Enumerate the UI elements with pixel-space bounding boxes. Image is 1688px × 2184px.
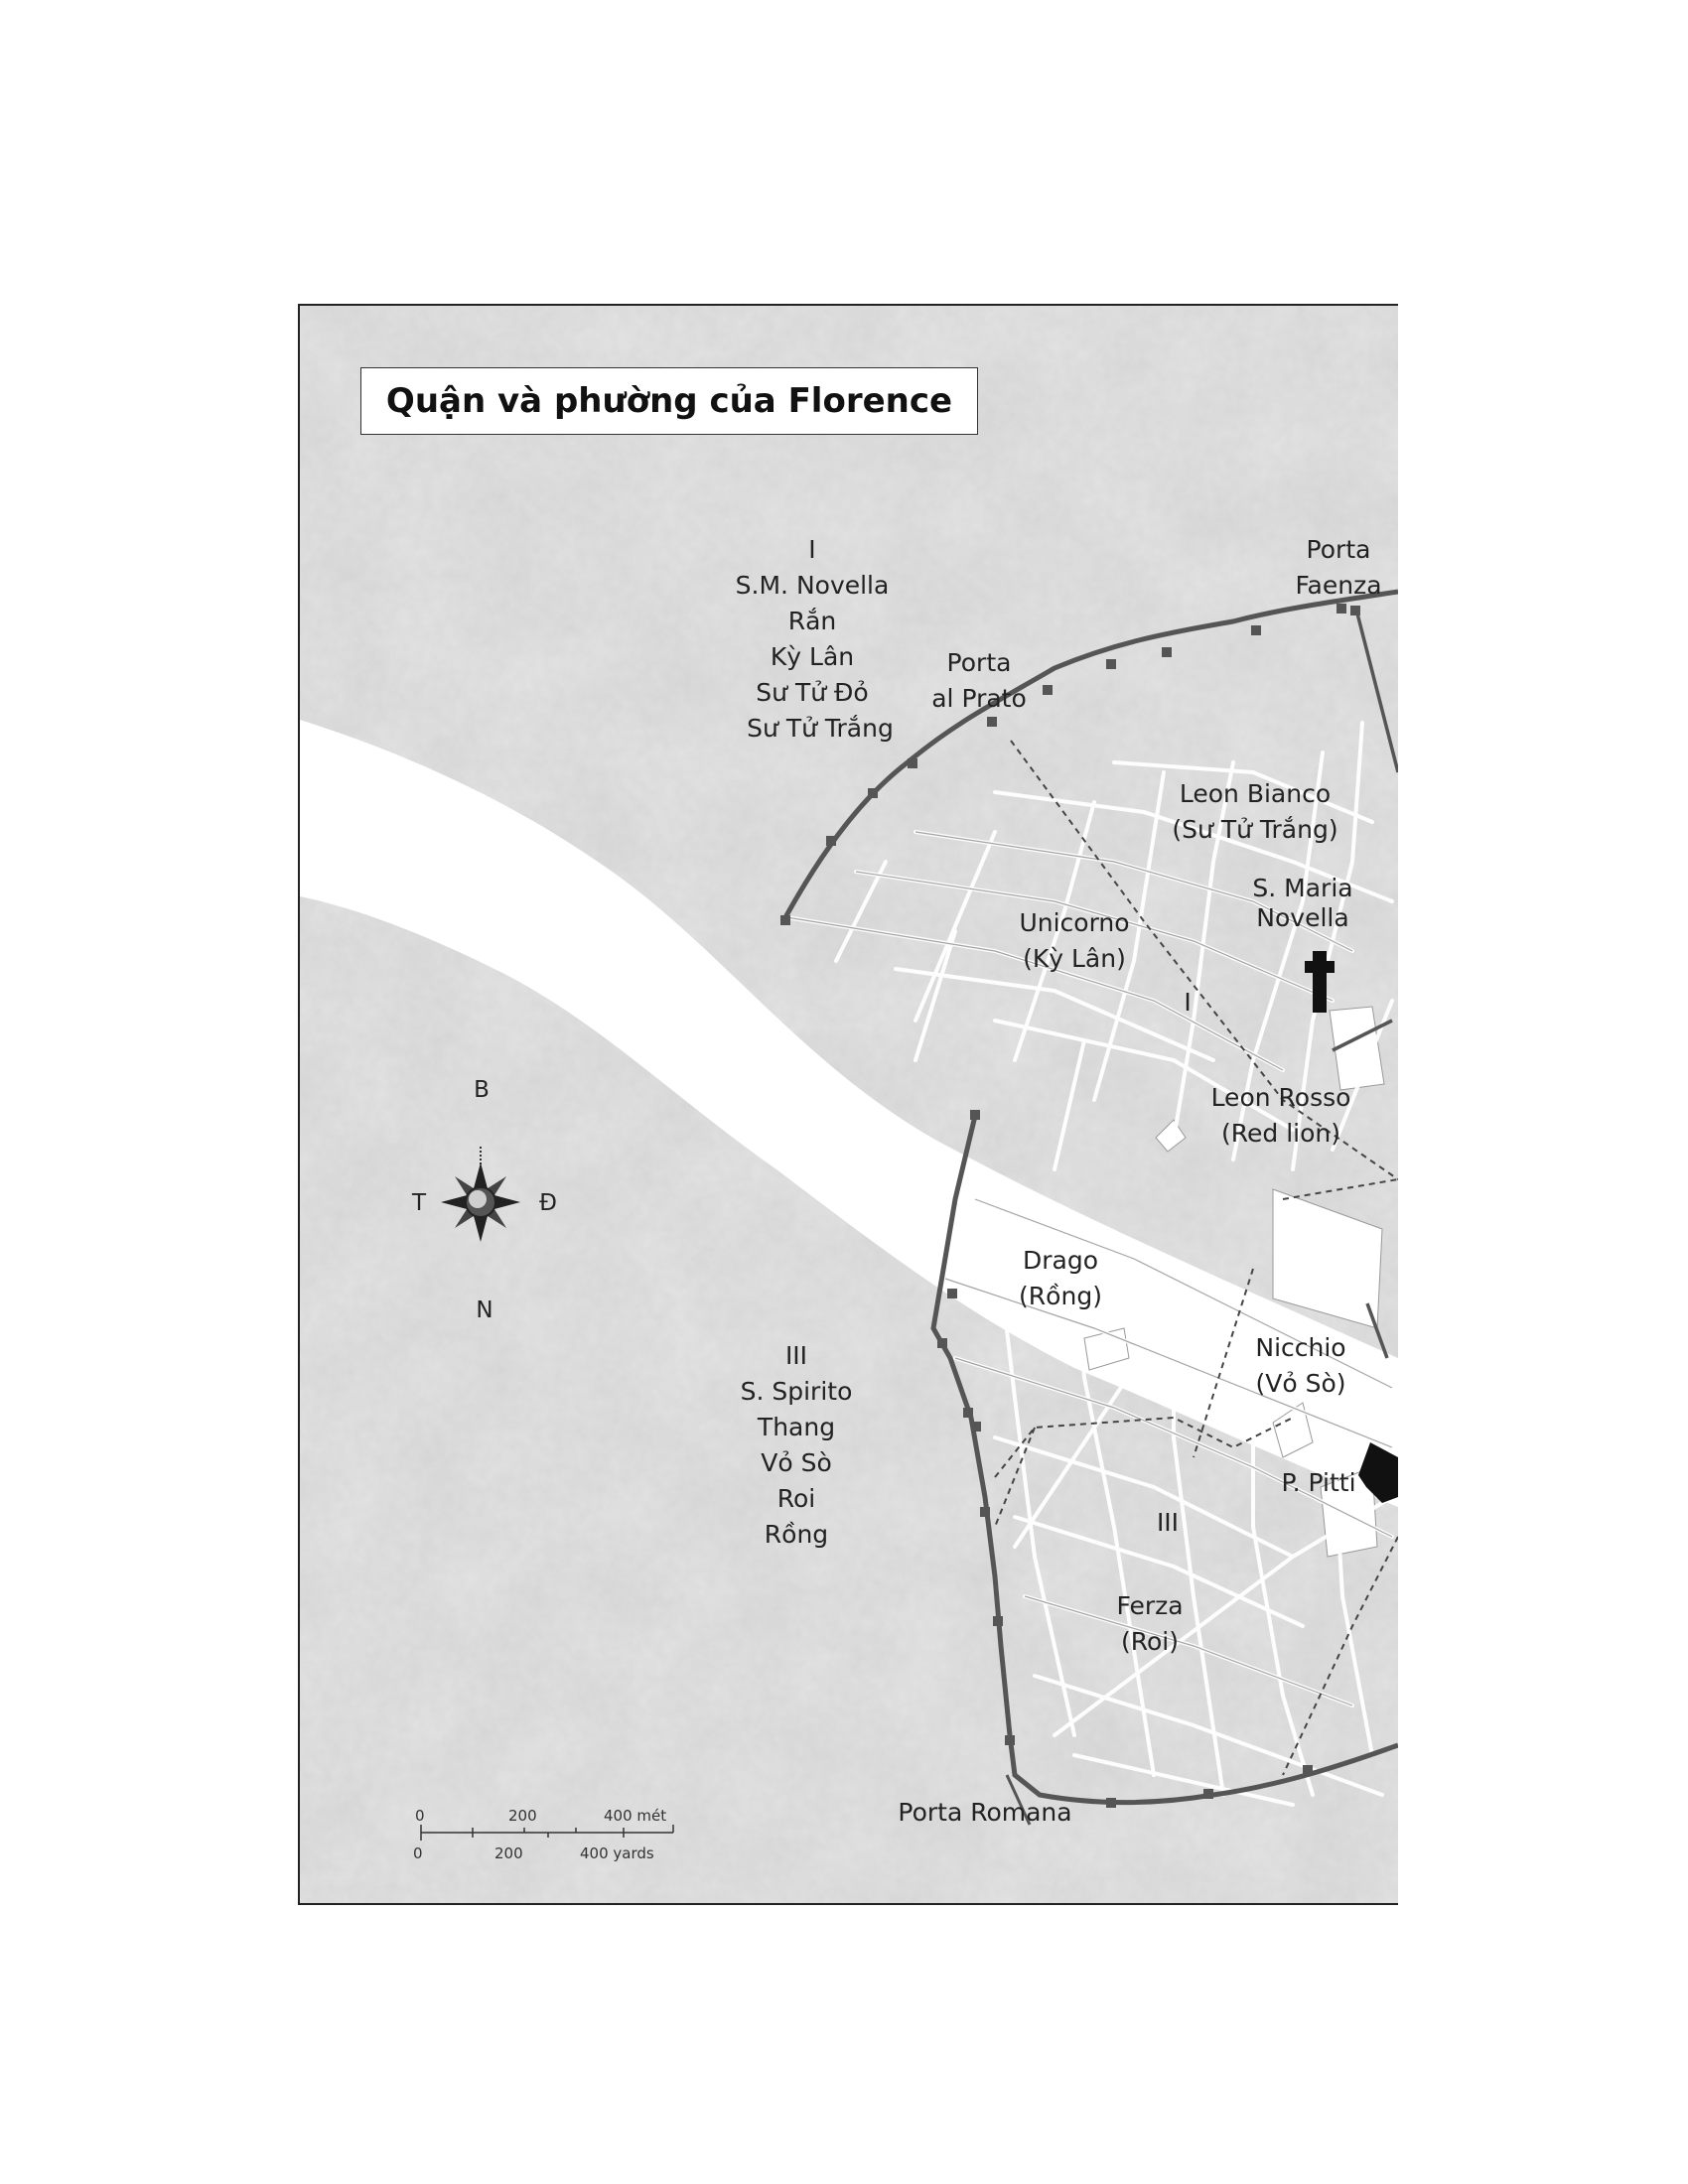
compass-rose-icon [441, 1147, 520, 1242]
map-canvas[interactable] [300, 306, 1398, 1903]
palazzo-pitti-icon[interactable] [1358, 1442, 1398, 1503]
map-frame: Quận và phường của Florence I S.M. Novel… [298, 304, 1398, 1905]
landmark-s-maria-novella-label[interactable]: S. Maria Novella [1252, 874, 1352, 933]
ward-leon-rosso-label[interactable]: Leon Rosso (Red lion) [1211, 1080, 1351, 1152]
city-wall-north[interactable] [781, 589, 1398, 921]
gate-porta-al-prato-label[interactable]: Porta al Prato [931, 645, 1027, 717]
gate-label-line: Porta [946, 648, 1012, 677]
scale-imperial-200: 200 [494, 1844, 523, 1862]
gate-label-line: al Prato [931, 684, 1027, 713]
ward-label-line: (Red lion) [1221, 1119, 1340, 1148]
city-blocks [785, 831, 1393, 1706]
compass-west-letter: T [411, 1190, 427, 1216]
ward-label-line: Leon Bianco [1179, 779, 1332, 808]
south-quarter-line: Rồng [764, 1520, 829, 1549]
city-wall-south[interactable] [930, 1115, 1398, 1805]
south-quarter-label: III S. Spirito Thang Vỏ Sò Roi Rồng [741, 1338, 853, 1553]
district-mark-north: I [1184, 988, 1192, 1017]
compass-east-letter: Đ [539, 1190, 557, 1216]
landmark-label-line: S. Maria [1252, 874, 1353, 902]
ward-label-line: (Vỏ Sò) [1255, 1369, 1346, 1398]
ward-label-line: (Roi) [1121, 1627, 1179, 1656]
district-walls [1332, 613, 1398, 1359]
gate-label-line: Porta [1306, 535, 1371, 564]
north-quarter-line: Sư Tử Trắng [747, 714, 894, 743]
ward-drago-label[interactable]: Drago (Rồng) [1019, 1243, 1102, 1314]
ward-boundaries [994, 740, 1398, 1776]
gate-porta-faenza-label[interactable]: Porta Faenza [1295, 532, 1381, 604]
north-quarter-line: S.M. Novella [735, 571, 890, 600]
north-quarter-line: Rắn [787, 607, 837, 635]
ward-label-line: Unicorno [1019, 908, 1130, 937]
scale-metric-0: 0 [415, 1807, 425, 1825]
ward-ferza-label[interactable]: Ferza (Roi) [1116, 1588, 1183, 1660]
south-quarter-line: Thang [757, 1413, 836, 1441]
ward-unicorno-label[interactable]: Unicorno (Kỳ Lân) [1019, 905, 1129, 977]
north-quarter-number: I [808, 535, 816, 564]
north-quarter-line: Sư Tử Đỏ [756, 678, 869, 707]
gate-porta-romana-label[interactable]: Porta Romana [898, 1795, 1071, 1831]
piazza-riverside [1155, 1119, 1187, 1153]
gate-porta-romana-road [1005, 1774, 1032, 1826]
scale-imperial-400: 400 yards [580, 1844, 654, 1862]
wall-towers [780, 604, 1360, 1808]
scale-metric-200: 200 [508, 1807, 537, 1825]
ward-label-line: Nicchio [1255, 1333, 1346, 1362]
south-quarter-line: S. Spirito [740, 1377, 853, 1406]
south-quarter-line: Roi [776, 1484, 816, 1513]
gate-label-line: Faenza [1295, 571, 1382, 600]
map-title-box: Quận và phường của Florence [360, 367, 978, 435]
ward-nicchio-label[interactable]: Nicchio (Vỏ Sò) [1255, 1330, 1345, 1402]
ward-label-line: (Sư Tử Trắng) [1172, 815, 1338, 844]
north-quarter-line: Kỳ Lân [770, 642, 855, 671]
ward-label-line: Drago [1022, 1246, 1099, 1275]
compass-north-letter: B [474, 1077, 490, 1103]
south-quarter-line: Vỏ Sò [761, 1448, 832, 1477]
ward-label-line: Leon Rosso [1210, 1083, 1351, 1112]
map-title: Quận và phường của Florence [385, 381, 953, 421]
ward-leon-bianco-label[interactable]: Leon Bianco (Sư Tử Trắng) [1172, 776, 1337, 848]
scale-bar [420, 1825, 674, 1841]
ward-label-line: Ferza [1116, 1591, 1184, 1620]
ward-label-line: (Kỳ Lân) [1023, 944, 1126, 973]
north-quarter-label: I S.M. Novella Rắn Kỳ Lân Sư Tử Đỏ Sư Tử… [731, 532, 894, 747]
river-arno [300, 720, 1398, 1507]
south-quarter-number: III [784, 1341, 808, 1370]
landmark-palazzo-pitti-label[interactable]: P. Pitti [1281, 1465, 1355, 1501]
compass-south-letter: N [476, 1297, 493, 1323]
scale-imperial-0: 0 [413, 1844, 423, 1862]
gate-label-line: Porta Romana [898, 1798, 1072, 1827]
ward-label-line: (Rồng) [1019, 1282, 1102, 1310]
piazza-santa-maria-novella [1329, 1006, 1385, 1091]
s-maria-novella-church-icon[interactable] [1305, 951, 1335, 1013]
scale-metric-400: 400 mét [604, 1807, 667, 1825]
landmark-label-line: P. Pitti [1281, 1468, 1356, 1497]
landmark-label-line: Novella [1256, 903, 1349, 932]
district-mark-south: III [1156, 1508, 1180, 1537]
